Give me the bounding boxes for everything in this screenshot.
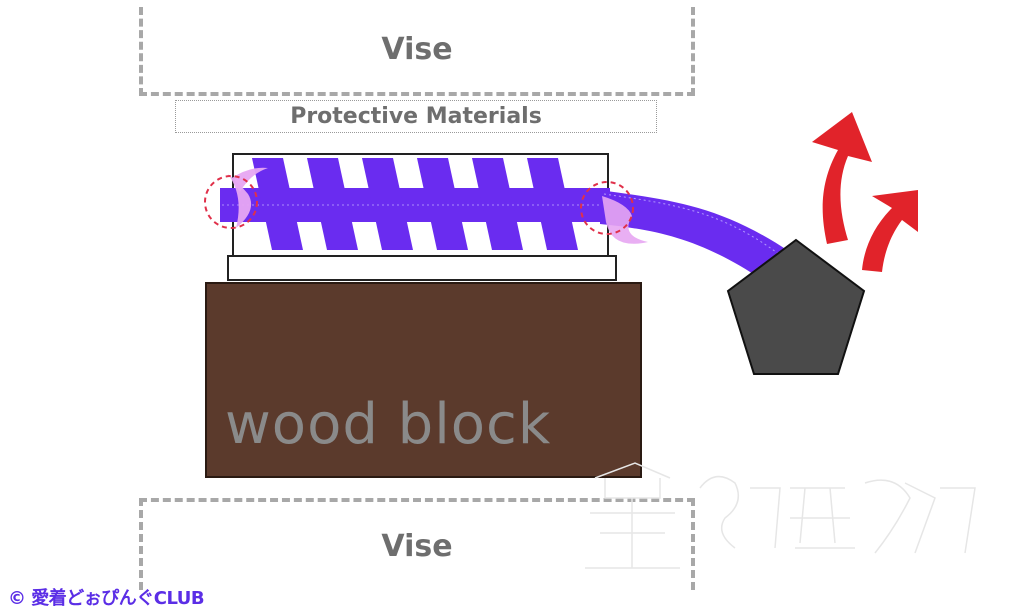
vise-top: Vise	[139, 7, 695, 96]
vise-bottom-label: Vise	[381, 528, 453, 564]
highlight-left	[228, 174, 252, 228]
wire-coil	[472, 158, 523, 250]
vise-top-label: Vise	[381, 32, 453, 67]
wire-coils	[252, 158, 578, 250]
highlight-left-top	[232, 167, 268, 192]
vise-bottom: Vise	[139, 498, 695, 590]
stress-circle-right	[580, 181, 634, 235]
wood-block-label: wood block	[225, 392, 552, 457]
wire-bend	[600, 190, 790, 285]
wire-coil	[527, 158, 578, 250]
logo-watermark	[585, 462, 976, 569]
wire-coil	[362, 158, 413, 250]
copyright-text: © 愛着どぉぴんぐCLUB	[8, 588, 205, 609]
wire-coil	[307, 158, 358, 250]
protective-materials-label: Protective Materials	[290, 104, 542, 129]
highlight-right	[602, 196, 648, 244]
upward-arrow-icon	[812, 112, 918, 272]
wire-coil	[252, 158, 303, 250]
protective-materials-box: Protective Materials	[175, 100, 657, 133]
wood-block	[205, 282, 642, 478]
base-plate	[227, 255, 617, 281]
stress-circle-left	[204, 175, 258, 229]
pentagon-weight-icon	[726, 238, 866, 375]
wire-coil	[417, 158, 468, 250]
